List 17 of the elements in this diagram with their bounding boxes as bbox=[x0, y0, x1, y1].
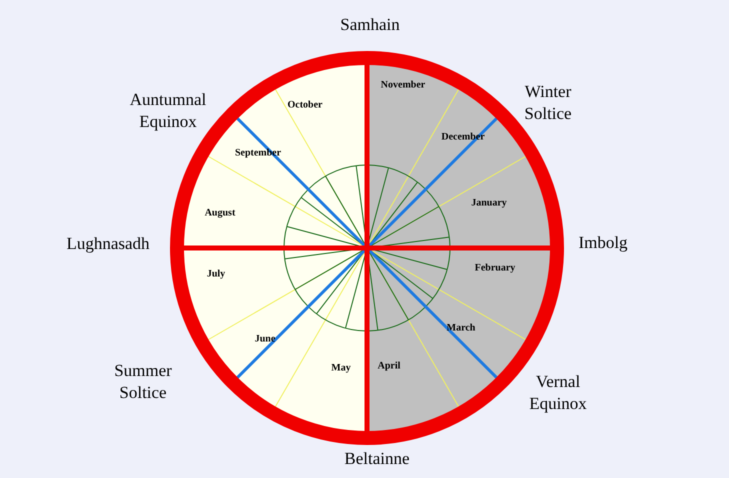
festival-label: Imbolg bbox=[578, 232, 628, 254]
month-label: August bbox=[204, 206, 236, 220]
month-label: May bbox=[331, 362, 351, 374]
month-label: July bbox=[206, 268, 226, 280]
festival-label: Vernal Equinox bbox=[528, 370, 588, 415]
month-label: February bbox=[474, 262, 516, 274]
month-label: October bbox=[288, 98, 322, 112]
festival-label: Summer Soltice bbox=[113, 360, 173, 404]
festival-label: Samhain bbox=[340, 14, 400, 36]
month-label: January bbox=[471, 196, 507, 210]
festival-label: Auntumnal Equinox bbox=[128, 88, 208, 133]
festival-label: Winter Soltice bbox=[523, 80, 573, 125]
festival-label: Lughnasadh bbox=[66, 232, 150, 255]
month-label: June bbox=[254, 332, 276, 346]
month-label: April bbox=[378, 360, 400, 372]
festival-label: Beltainne bbox=[344, 448, 410, 470]
month-label: November bbox=[380, 78, 426, 92]
